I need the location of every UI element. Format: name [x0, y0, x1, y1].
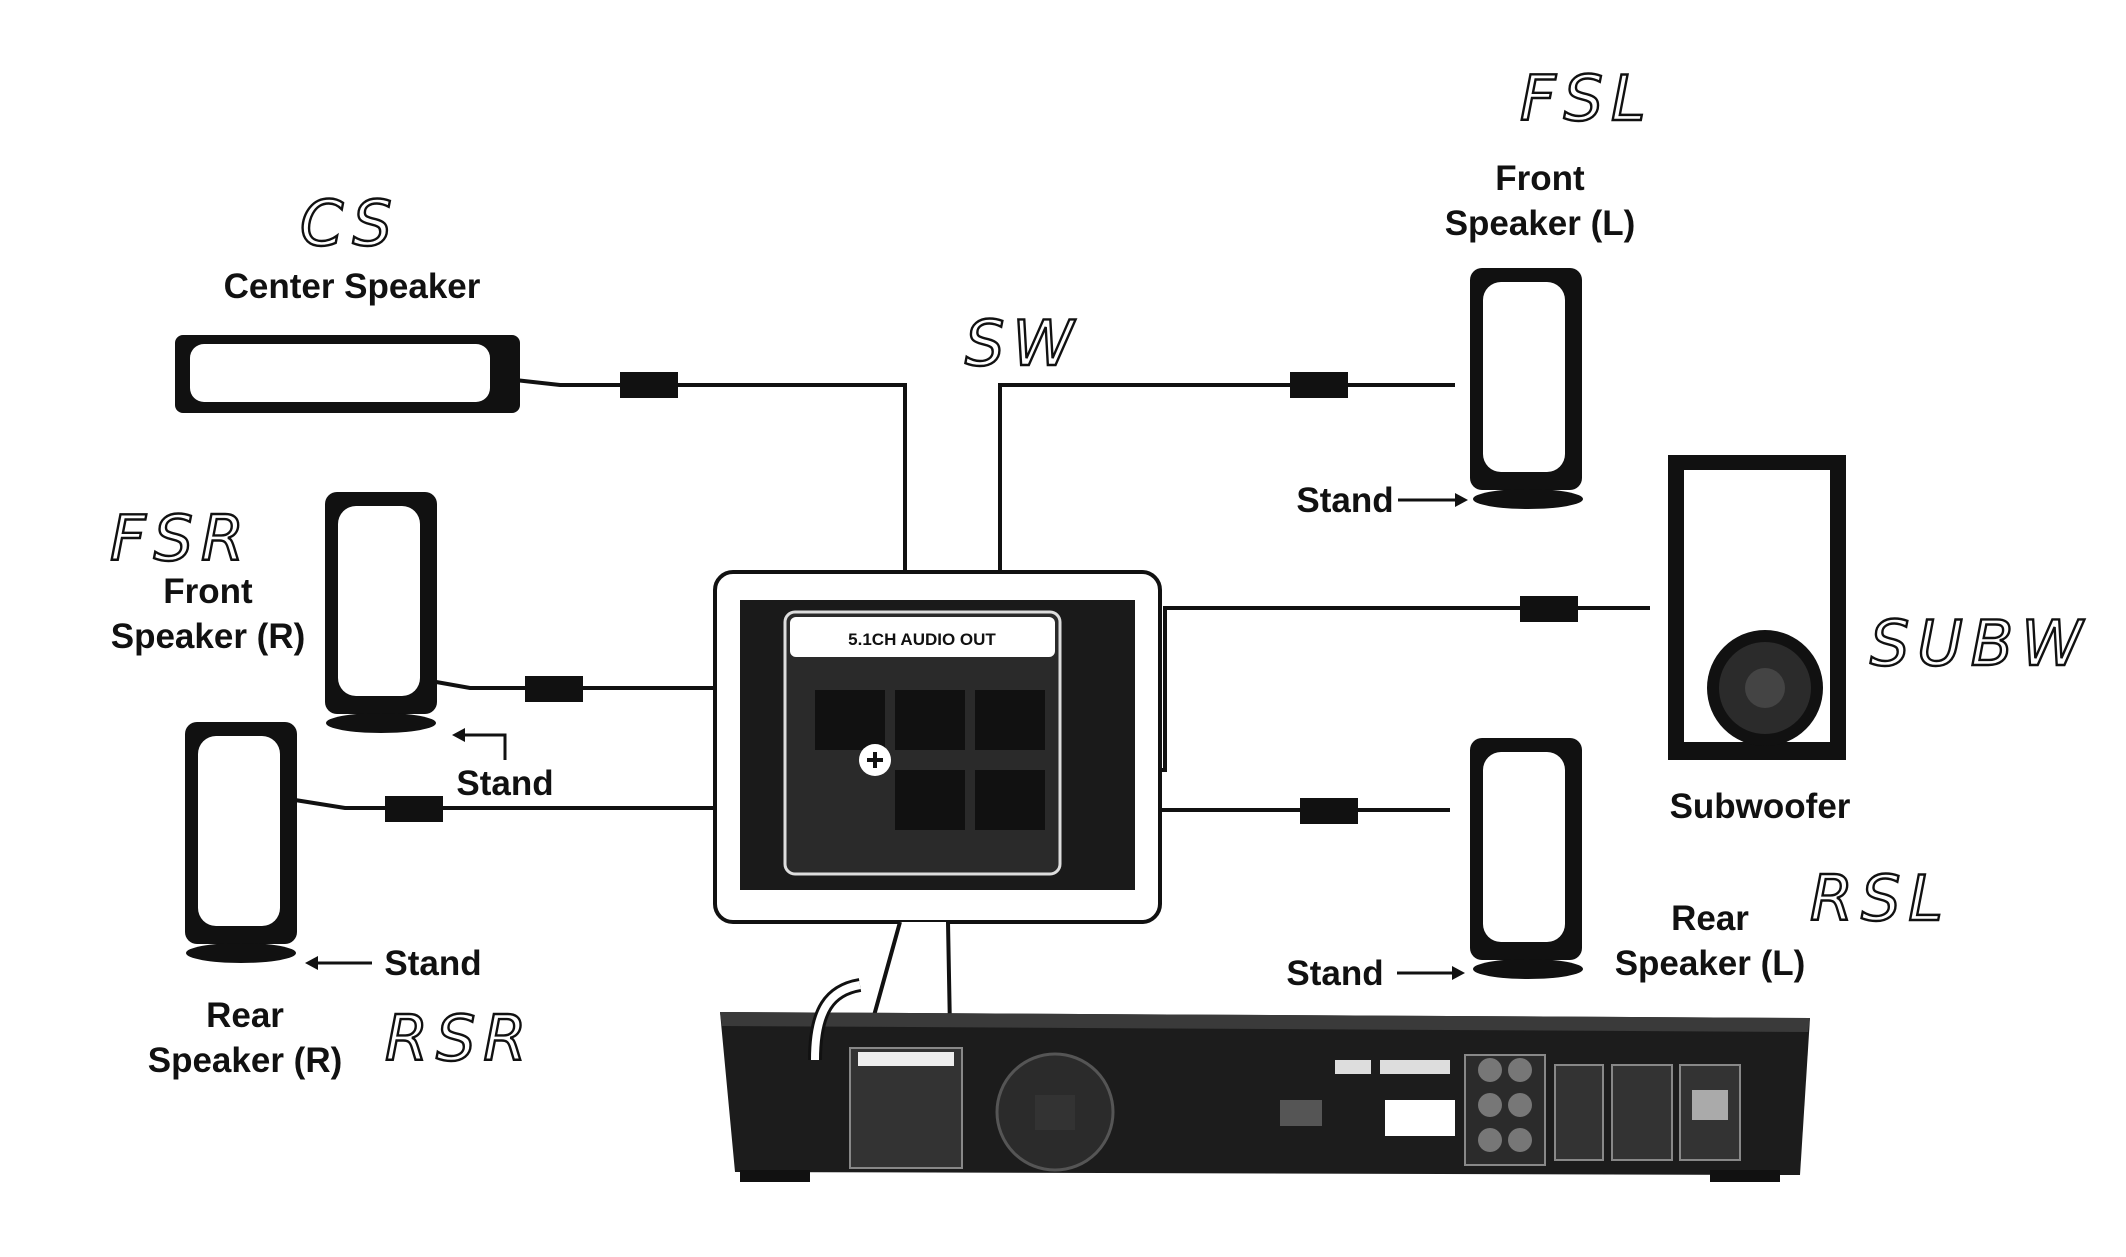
front-right-speaker: [325, 492, 437, 733]
subwoofer: [1668, 455, 1846, 760]
rear-right-label-line2: Speaker (R): [148, 1041, 343, 1080]
handwritten-rsl: RSL: [1810, 862, 1951, 935]
front-left-wire-plug: [1290, 372, 1348, 398]
stand-label-front-left: Stand: [1296, 481, 1393, 520]
subwoofer-wire-plug: [1520, 596, 1578, 622]
stand-label-rear-left: Stand: [1286, 954, 1383, 993]
handwritten-sw: SW: [965, 307, 1082, 380]
front-left-speaker: [1470, 268, 1583, 509]
stand-label-front-right: Stand: [456, 764, 553, 803]
rear-left-label-line1: Rear: [1671, 899, 1749, 938]
handwritten-fsl: FSL: [1520, 62, 1654, 135]
rear-right-label-line1: Rear: [206, 996, 284, 1035]
printed-labels: Center Speaker Front Speaker (L) Front S…: [111, 159, 1851, 1080]
front-right-wire-plug: [525, 676, 583, 702]
subwoofer-label: Subwoofer: [1670, 787, 1851, 826]
center-wire-plug: [620, 372, 678, 398]
rear-left-label-line2: Speaker (L): [1615, 944, 1806, 983]
center-speaker-label: Center Speaker: [224, 267, 481, 306]
receiver-unit: [720, 978, 1810, 1182]
front-left-label-line2: Speaker (L): [1445, 204, 1636, 243]
wire-plugs: [385, 372, 1578, 824]
rear-left-wire-plug: [1300, 798, 1358, 824]
stand-arrows: [305, 493, 1468, 980]
center-speaker: [175, 335, 520, 413]
front-left-label-line1: Front: [1495, 159, 1585, 198]
handwritten-fsr: FSR: [110, 502, 252, 575]
panel-terminals: [815, 690, 1045, 830]
handwritten-cs: CS: [300, 187, 400, 260]
front-right-label-line2: Speaker (R): [111, 617, 306, 656]
audio-out-callout: 5.1CH AUDIO OUT: [713, 570, 1162, 1032]
rear-left-speaker: [1470, 738, 1583, 979]
front-right-label-line1: Front: [163, 572, 253, 611]
stand-label-rear-right: Stand: [384, 944, 481, 983]
handwritten-subw: SUBW: [1870, 607, 2091, 680]
panel-title: 5.1CH AUDIO OUT: [848, 630, 996, 649]
rear-right-speaker: [185, 722, 297, 963]
handwritten-rsr: RSR: [385, 1002, 535, 1075]
rear-right-wire-plug: [385, 796, 443, 822]
handwritten-annotations: CS SW FSL FSR SUBW RSL RSR: [109, 61, 2091, 1076]
